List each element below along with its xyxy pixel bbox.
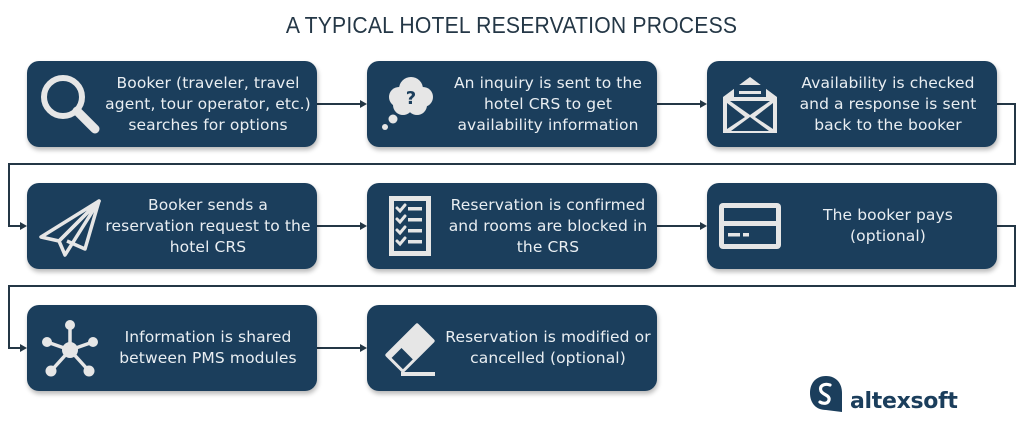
arrowhead-icon (20, 344, 27, 352)
network-hub-icon (35, 313, 105, 383)
magnifier-icon (35, 69, 105, 139)
connector-3-4-a (996, 103, 1016, 105)
step-7-text: Information is shared between PMS module… (119, 328, 297, 367)
step-6-text: The booker pays (optional) (823, 206, 953, 245)
arrowhead-icon (360, 344, 367, 352)
altexsoft-logo-icon (810, 376, 842, 412)
step-4-box: Booker sends a reservation request to th… (27, 183, 317, 269)
open-envelope-icon (715, 69, 785, 139)
svg-text:?: ? (406, 88, 416, 109)
arrowhead-icon (360, 100, 367, 108)
step-2-box: ? An inquiry is sent to the hotel CRS to… (367, 61, 657, 147)
step-5-box: Reservation is confirmed and rooms are b… (367, 183, 657, 269)
connector-5-6 (657, 225, 700, 227)
step-5-text: Reservation is confirmed and rooms are b… (448, 195, 648, 256)
connector-3-4-c (8, 163, 1016, 165)
connector-6-7-d (8, 285, 10, 349)
step-8-box: Reservation is modified or cancelled (op… (367, 305, 657, 391)
connector-1-2 (316, 103, 360, 105)
connector-4-5 (316, 225, 360, 227)
checklist-icon (375, 191, 445, 261)
arrowhead-icon (700, 100, 707, 108)
connector-2-3 (657, 103, 700, 105)
credit-card-icon (715, 191, 785, 261)
logo-text: altexsoft (850, 388, 958, 414)
step-8-text: Reservation is modified or cancelled (op… (445, 328, 651, 367)
step-4-text: Booker sends a reservation request to th… (105, 195, 311, 256)
connector-3-4-d (8, 163, 10, 227)
step-7-box: Information is shared between PMS module… (27, 305, 317, 391)
connector-6-7-a (996, 225, 1016, 227)
connector-3-4-b (1014, 103, 1016, 165)
connector-6-7-c (8, 285, 1016, 287)
altexsoft-logo: altexsoft (808, 374, 958, 414)
step-1-text: Booker (traveler, travel agent, tour ope… (105, 73, 311, 134)
step-6-box: The booker pays (optional) (707, 183, 997, 269)
arrowhead-icon (700, 222, 707, 230)
connector-6-7-b (1014, 225, 1016, 287)
connector-3-4-e (8, 225, 20, 227)
step-2-text: An inquiry is sent to the hotel CRS to g… (453, 73, 643, 134)
diagram-title: A TYPICAL HOTEL RESERVATION PROCESS (285, 12, 738, 38)
thought-cloud-question-icon: ? (375, 69, 445, 139)
connector-6-7-e (8, 347, 20, 349)
arrowhead-icon (360, 222, 367, 230)
paper-plane-icon (35, 191, 105, 261)
arrowhead-icon (20, 222, 27, 230)
step-3-text: Availability is checked and a response i… (799, 73, 977, 134)
eraser-icon (375, 313, 445, 383)
step-3-box: Availability is checked and a response i… (707, 61, 997, 147)
connector-7-8 (316, 347, 360, 349)
step-1-box: Booker (traveler, travel agent, tour ope… (27, 61, 317, 147)
